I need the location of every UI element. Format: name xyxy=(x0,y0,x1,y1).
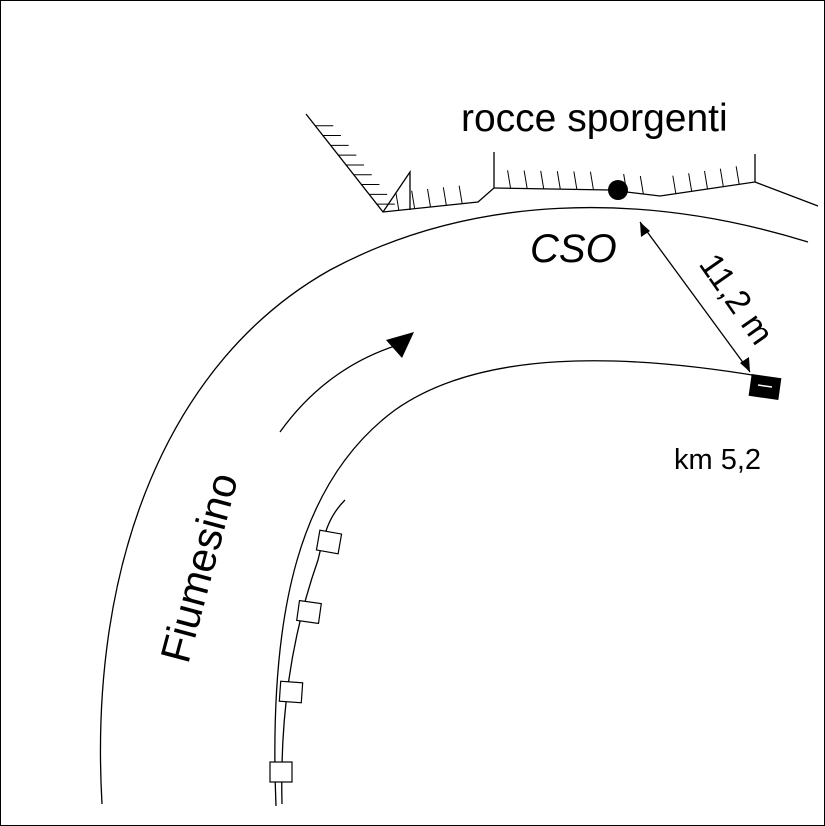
hatch-tick xyxy=(672,175,677,194)
rocks-label: rocce sporgenti xyxy=(461,97,728,140)
inner-river-bank xyxy=(274,360,771,807)
levee-marker xyxy=(296,599,322,625)
distance-label: 11,2 m xyxy=(691,247,780,352)
hatch-tick xyxy=(573,171,578,190)
levee xyxy=(269,499,346,805)
hatch-tick xyxy=(427,188,431,208)
cso-label: CSO xyxy=(530,227,617,271)
hatch-tick xyxy=(507,170,512,189)
hatch-tick xyxy=(639,175,644,195)
km-marker xyxy=(748,374,782,400)
outer-river-bank xyxy=(99,206,809,805)
hatch-tick xyxy=(719,168,724,187)
levee-marker xyxy=(315,529,343,555)
levee-marker xyxy=(269,761,293,783)
rock-hatching xyxy=(315,125,740,211)
hatch-tick xyxy=(540,170,545,189)
distance-arrow xyxy=(639,221,751,373)
hatch-tick xyxy=(395,192,400,211)
hatch-tick xyxy=(688,173,693,192)
hatch-tick xyxy=(589,171,594,190)
hatch-tick xyxy=(735,166,740,185)
hatch-tick xyxy=(442,187,447,206)
hatch-tick xyxy=(704,170,708,190)
hatch-tick xyxy=(556,171,561,190)
hatch-tick xyxy=(458,185,463,204)
cso-point xyxy=(608,180,628,200)
hatch-tick xyxy=(523,170,528,189)
km-label: km 5,2 xyxy=(674,444,761,476)
flow-arrow xyxy=(279,332,414,433)
river-name-label: Fiumesino xyxy=(151,468,247,667)
hatch-tick xyxy=(411,190,416,209)
levee-marker xyxy=(278,680,304,704)
rock-wall xyxy=(305,113,819,213)
